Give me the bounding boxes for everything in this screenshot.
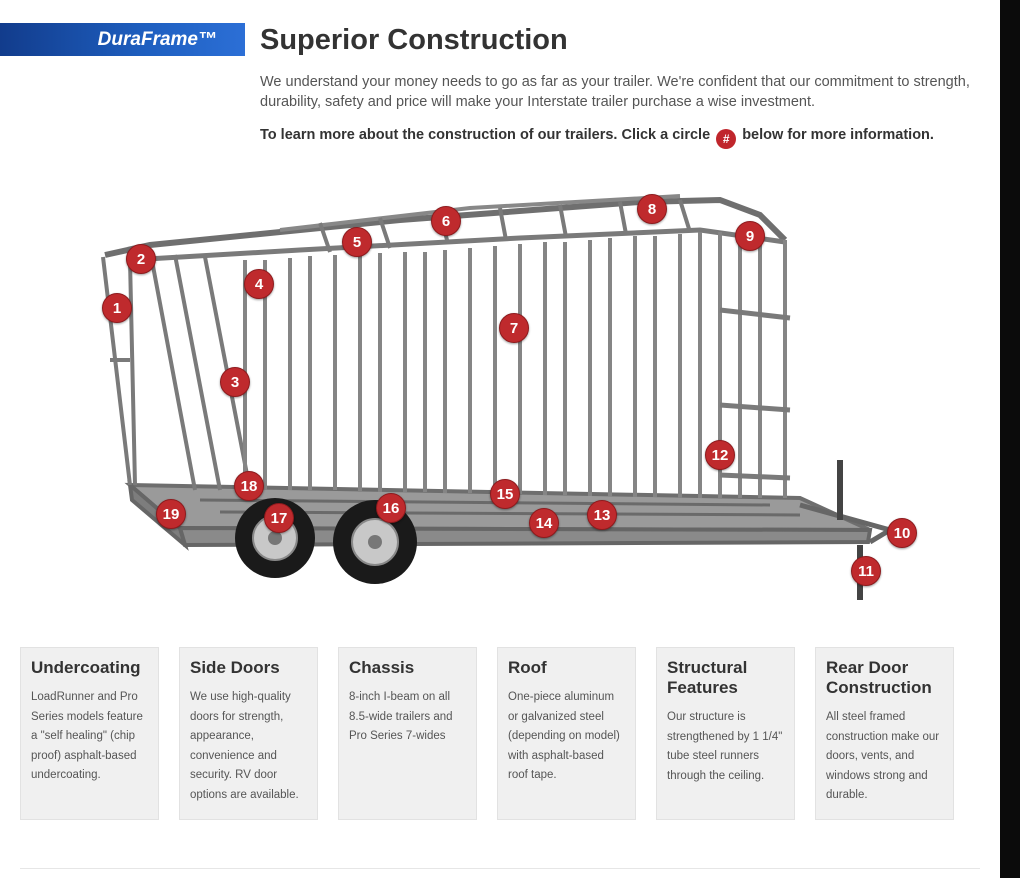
card-text: LoadRunner and Pro Series models feature… (31, 691, 143, 782)
card-chassis[interactable]: Chassis 8-inch I-beam on all 8.5-wide tr… (338, 647, 477, 820)
card-title: Chassis (349, 658, 415, 677)
card-title: Structural Features (667, 658, 748, 697)
marker-11[interactable]: 11 (851, 556, 881, 586)
trailer-frame-illustration (101, 194, 897, 600)
marker-7[interactable]: 7 (499, 313, 529, 343)
card-text: One-piece aluminum or galvanized steel (… (508, 691, 620, 782)
duraframe-badge: DuraFrame™ (0, 23, 245, 56)
card-title: Side Doors (190, 658, 280, 677)
card-title: Roof (508, 658, 547, 677)
feature-cards: Undercoating LoadRunner and Pro Series m… (20, 647, 960, 820)
hash-circle-icon: # (716, 129, 737, 149)
marker-13[interactable]: 13 (587, 500, 617, 530)
intro-text: We understand your money needs to go as … (260, 74, 970, 110)
card-structural-features[interactable]: Structural Features Our structure is str… (656, 647, 795, 820)
marker-4[interactable]: 4 (244, 269, 274, 299)
marker-15[interactable]: 15 (490, 479, 520, 509)
cta-after: below for more information. (742, 127, 934, 143)
card-text: Our structure is strengthened by 1 1/4" … (667, 711, 783, 782)
cta-text: To learn more about the construction of … (260, 124, 980, 149)
marker-3[interactable]: 3 (220, 367, 250, 397)
marker-16[interactable]: 16 (376, 493, 406, 523)
marker-10[interactable]: 10 (887, 518, 917, 548)
marker-2[interactable]: 2 (126, 244, 156, 274)
bottom-divider (20, 868, 980, 869)
card-title: Rear Door Construction (826, 658, 932, 697)
marker-9[interactable]: 9 (735, 221, 765, 251)
page-title: Superior Construction (260, 24, 568, 56)
card-rear-door-construction[interactable]: Rear Door Construction All steel framed … (815, 647, 954, 820)
right-edge-bar (1000, 0, 1020, 878)
marker-14[interactable]: 14 (529, 508, 559, 538)
card-undercoating[interactable]: Undercoating LoadRunner and Pro Series m… (20, 647, 159, 820)
marker-17[interactable]: 17 (264, 503, 294, 533)
card-text: 8-inch I-beam on all 8.5-wide trailers a… (349, 691, 453, 743)
card-text: All steel framed construction make our d… (826, 711, 940, 802)
marker-5[interactable]: 5 (342, 227, 372, 257)
card-title: Undercoating (31, 658, 141, 677)
marker-19[interactable]: 19 (156, 499, 186, 529)
card-text: We use high-quality doors for strength, … (190, 691, 299, 801)
marker-12[interactable]: 12 (705, 440, 735, 470)
cta-before: To learn more about the construction of … (260, 127, 711, 143)
marker-8[interactable]: 8 (637, 194, 667, 224)
card-side-doors[interactable]: Side Doors We use high-quality doors for… (179, 647, 318, 820)
card-roof[interactable]: Roof One-piece aluminum or galvanized st… (497, 647, 636, 820)
marker-6[interactable]: 6 (431, 206, 461, 236)
marker-18[interactable]: 18 (234, 471, 264, 501)
marker-1[interactable]: 1 (102, 293, 132, 323)
trailer-frame-diagram: 1 2 3 4 5 6 7 8 9 10 11 12 13 14 15 16 1… (0, 160, 1000, 620)
